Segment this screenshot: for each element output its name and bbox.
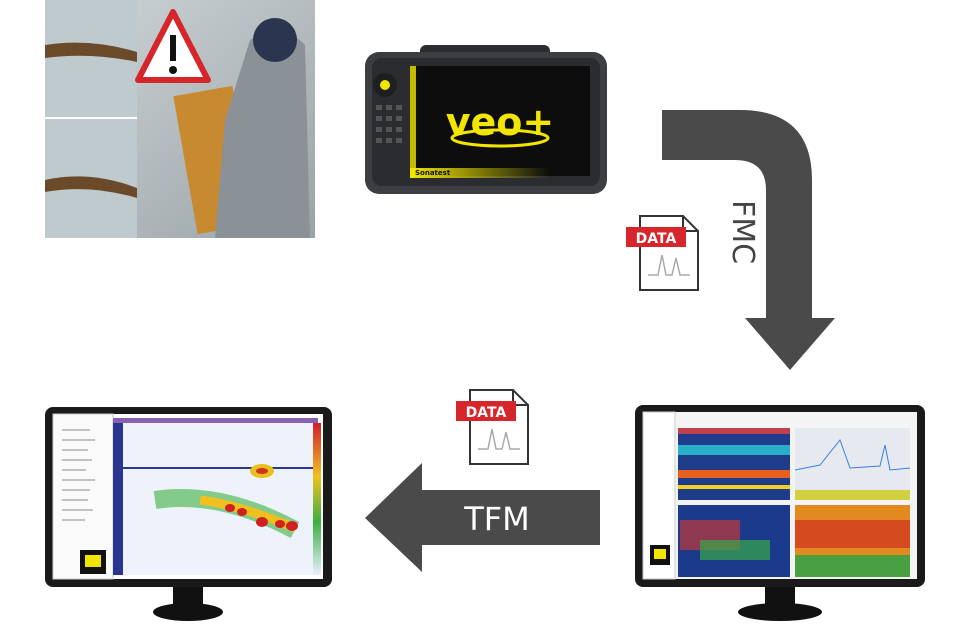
device-screen <box>410 66 590 176</box>
tfm-monitor <box>45 407 332 621</box>
svg-text:DATA: DATA <box>636 231 677 247</box>
veo-logo: veo+ <box>446 100 555 144</box>
svg-text:TFM: TFM <box>463 500 530 538</box>
warning-icon <box>135 9 211 83</box>
color-scale <box>313 423 321 575</box>
inspection-photo <box>45 0 315 238</box>
tfm-arrow: TFM <box>365 463 600 572</box>
maker-logo: Sonatest <box>415 169 451 177</box>
veo-plus-device: veo+ Sonatest <box>365 45 607 194</box>
svg-text:DATA: DATA <box>466 405 507 421</box>
worker-helmet <box>253 18 297 62</box>
data-file-icon: DATA <box>456 389 529 465</box>
data-file-icon: DATA <box>626 215 699 291</box>
acquisition-monitor <box>635 405 925 621</box>
fmc-label: FMC <box>725 200 760 264</box>
fmc-arrow: FMC <box>662 110 835 370</box>
